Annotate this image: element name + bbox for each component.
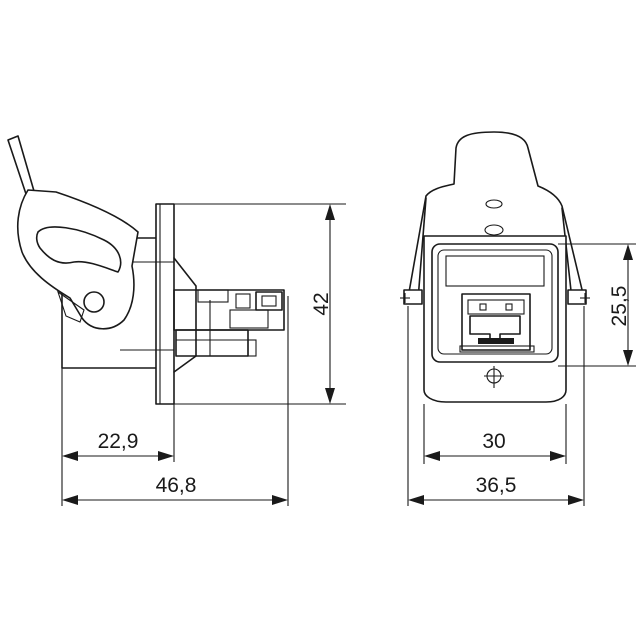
dimension-label-inner-width: 30 [482, 430, 505, 453]
dimension-height-25-5: 25,5 [558, 243, 636, 367]
front-view [400, 131, 590, 403]
front-view-cover-hole-2 [484, 224, 504, 236]
dimension-width-30: 30 [423, 404, 567, 464]
dimension-label-height: 42 [310, 292, 333, 315]
side-view [7, 135, 285, 405]
dimension-label-outer-width: 36,5 [476, 474, 517, 497]
front-view-screw-left [400, 289, 423, 305]
side-view-strap [7, 135, 37, 201]
side-view-flange [155, 203, 175, 405]
dimension-height-42: 42 [174, 203, 346, 405]
side-view-lever-pin [83, 291, 105, 313]
dimension-label-front-depth: 22,9 [98, 430, 139, 453]
dimension-depth-46-8: 46,8 [62, 296, 289, 506]
dimension-label-total-depth: 46,8 [156, 474, 197, 497]
dimension-width-36-5: 36,5 [407, 306, 585, 506]
front-view-screw-right [567, 289, 590, 305]
front-view-cover-hole-1 [485, 199, 503, 209]
side-view-housing [173, 257, 197, 373]
dimension-depth-22-9: 22,9 [61, 368, 175, 506]
dimension-label-inner-height: 25,5 [608, 286, 631, 327]
